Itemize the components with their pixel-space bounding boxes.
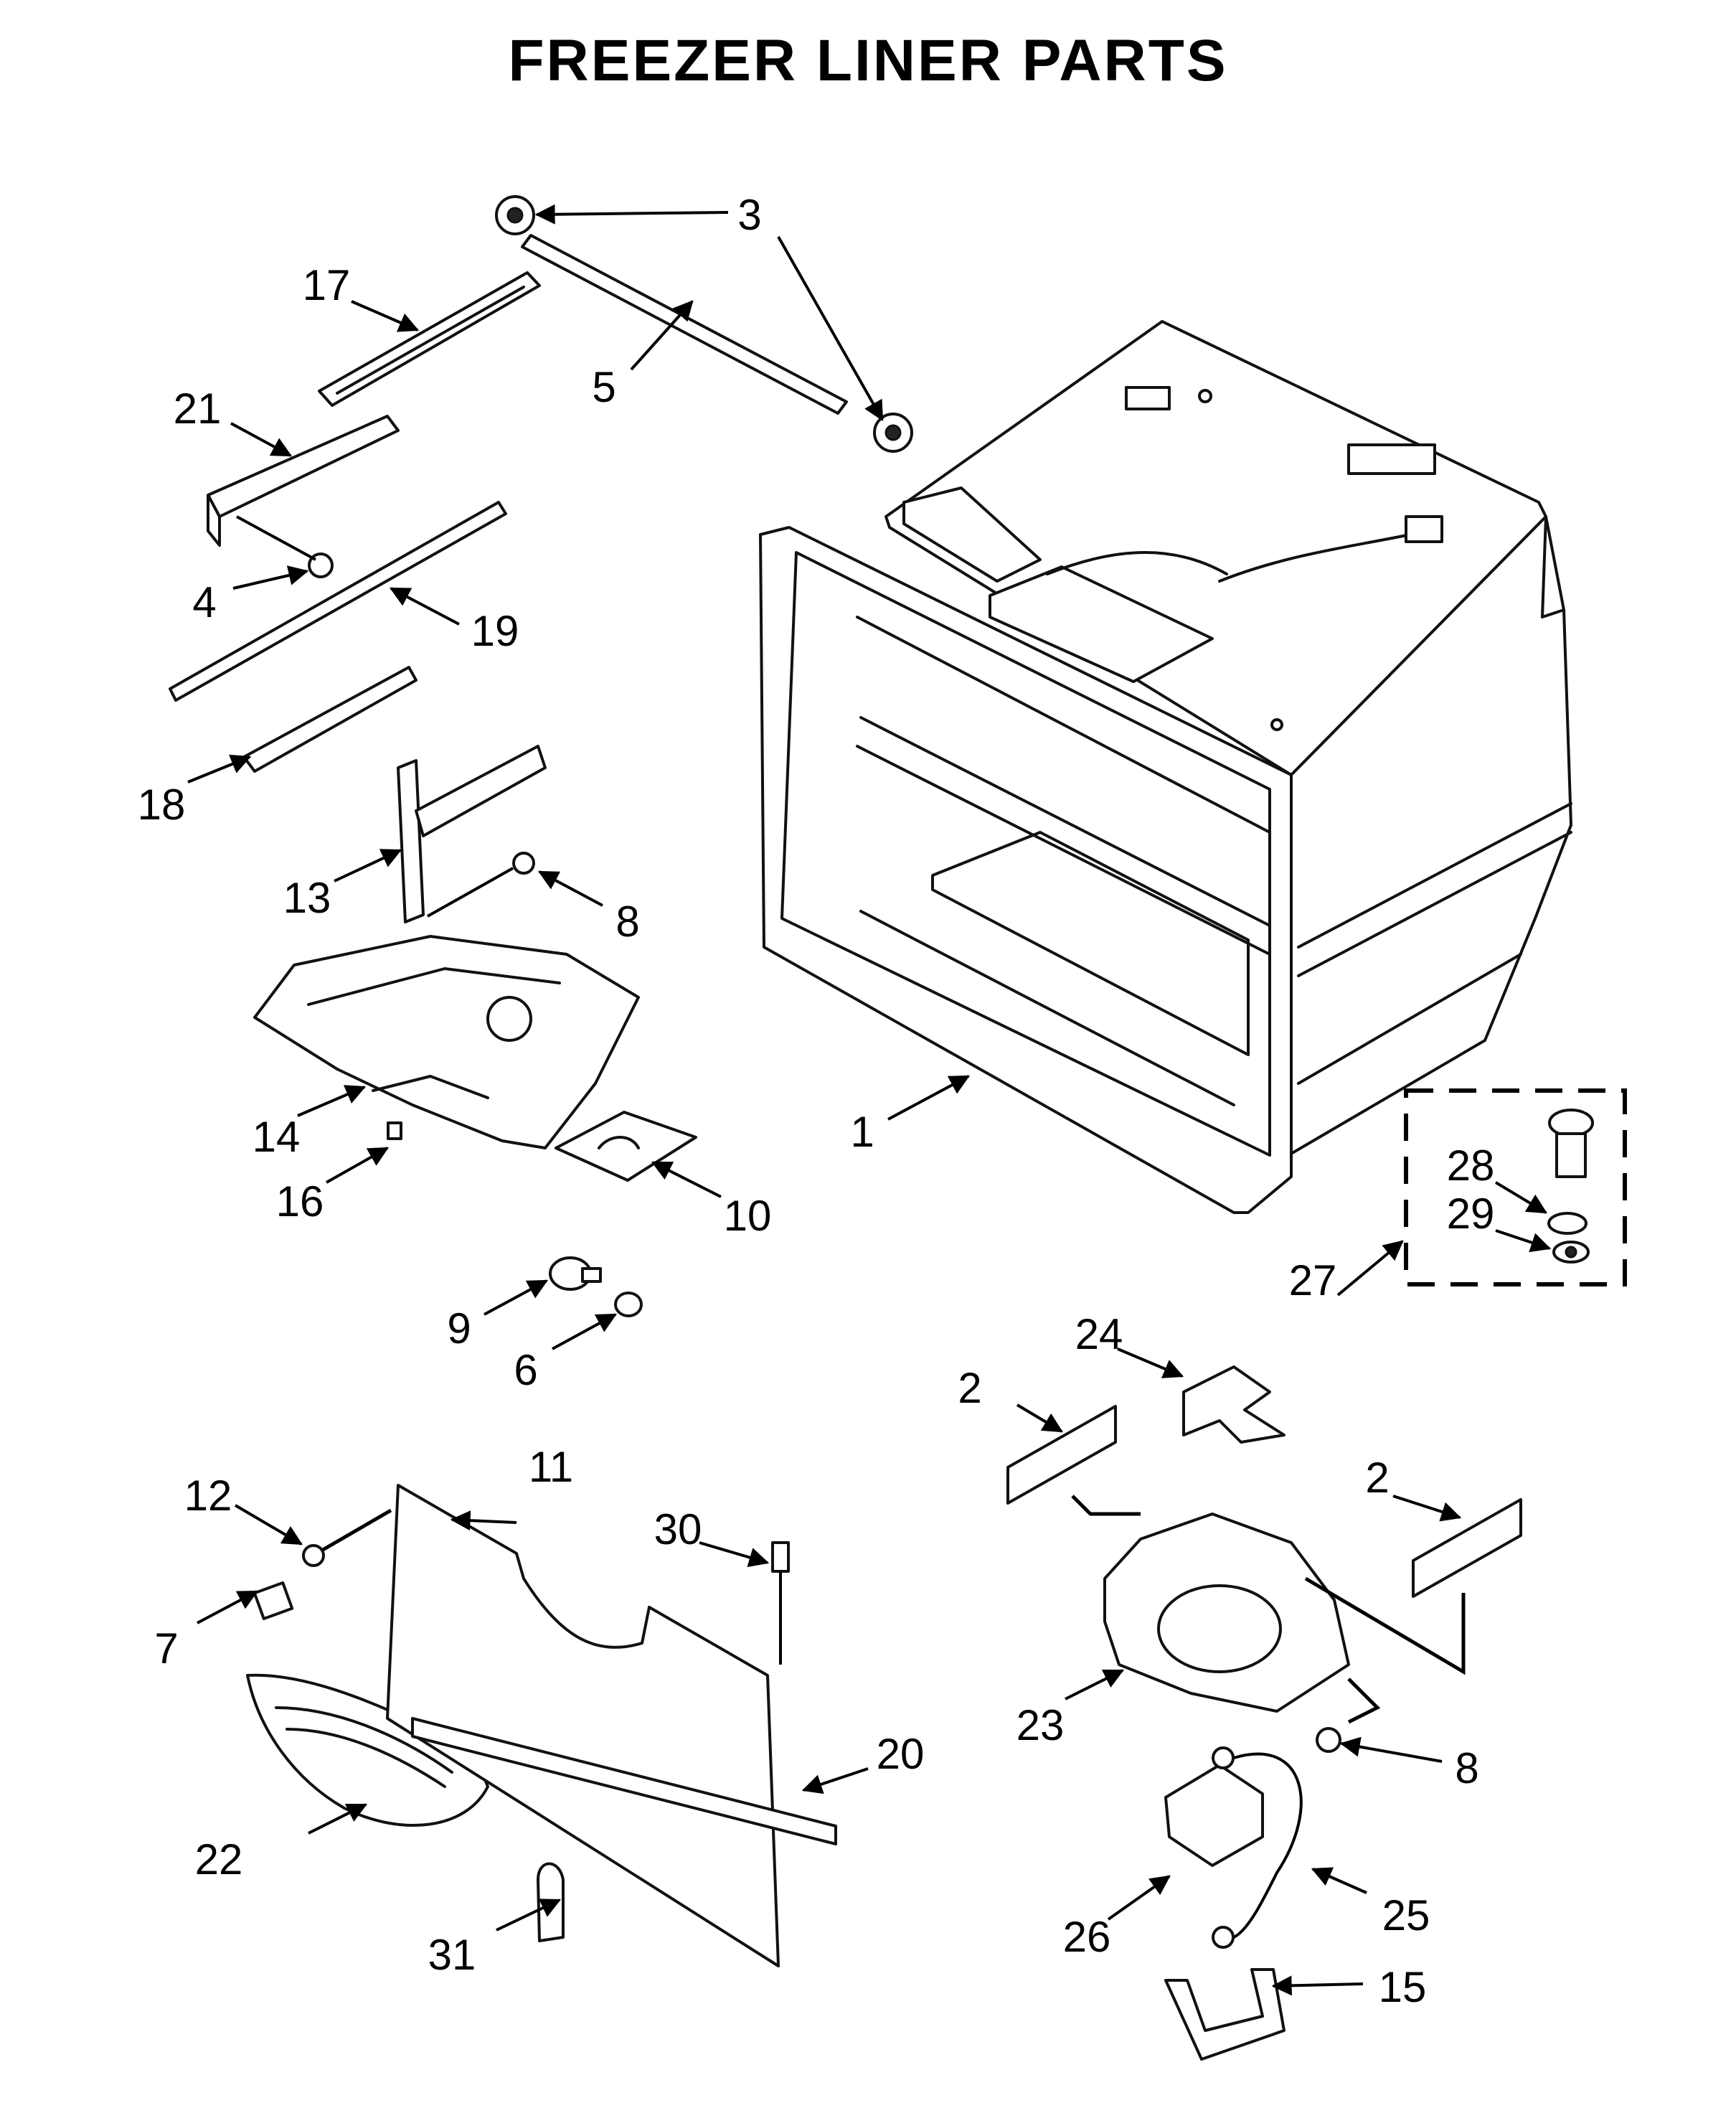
part-30-thermistor xyxy=(771,1541,790,1665)
part-31-cover xyxy=(537,1862,565,1942)
callout-6: 6 xyxy=(514,1346,537,1394)
callout-30: 30 xyxy=(654,1505,702,1553)
part-8-screw-upper xyxy=(427,852,535,918)
callout-3a: 3 xyxy=(737,191,761,239)
callout-16: 16 xyxy=(276,1177,324,1225)
part-17-slide-rail xyxy=(318,271,541,407)
callout-labels: 3 17 5 21 4 19 18 13 8 14 1 16 10 28 29 … xyxy=(138,191,1495,2011)
callout-20: 20 xyxy=(877,1730,925,1778)
part-18-rail xyxy=(242,666,418,773)
callout-7: 7 xyxy=(154,1624,178,1672)
callout-23: 23 xyxy=(1016,1701,1065,1749)
callout-24: 24 xyxy=(1075,1310,1123,1358)
callout-12: 12 xyxy=(184,1472,232,1520)
part-25-wire-harness xyxy=(1232,1752,1303,1939)
callout-10: 10 xyxy=(724,1192,772,1240)
callout-15: 15 xyxy=(1379,1963,1427,2011)
part-11-back-panel xyxy=(386,1484,780,1967)
callout-19: 19 xyxy=(471,607,519,655)
callout-18: 18 xyxy=(138,781,186,829)
part-5-rod xyxy=(521,234,848,415)
part-20-strip xyxy=(411,1717,837,1845)
callout-21: 21 xyxy=(174,385,222,433)
part-27-kit-box xyxy=(1404,1088,1627,1286)
part-26-fan-motor xyxy=(1164,1746,1264,1949)
part-29-ring xyxy=(1547,1212,1590,1264)
part-19-rail xyxy=(169,501,507,702)
part-21-bracket xyxy=(207,415,400,547)
callout-9: 9 xyxy=(447,1304,471,1352)
callout-8a: 8 xyxy=(615,898,639,946)
callout-31: 31 xyxy=(428,1931,476,1979)
part-14-housing xyxy=(253,935,640,1149)
part-22-grille xyxy=(246,1673,489,1827)
part-24-fan-blade xyxy=(1182,1365,1286,1444)
callout-2b: 2 xyxy=(1365,1454,1389,1502)
part-8-screw-lower xyxy=(1316,1727,1341,1753)
part-28-fitting xyxy=(1548,1109,1594,1178)
diagram-title: FREEZER LINER PARTS xyxy=(508,28,1228,93)
part-12-screw xyxy=(302,1508,392,1567)
callout-4: 4 xyxy=(192,578,216,626)
part-15-motor-bracket xyxy=(1164,1968,1286,2061)
callout-1: 1 xyxy=(850,1108,874,1156)
callout-27: 27 xyxy=(1289,1256,1337,1304)
callout-17: 17 xyxy=(303,261,351,309)
callout-13: 13 xyxy=(283,874,331,922)
callout-2a: 2 xyxy=(958,1364,981,1412)
part-6-socket xyxy=(614,1292,643,1317)
callout-8b: 8 xyxy=(1455,1744,1478,1792)
part-16-clip xyxy=(387,1121,402,1140)
part-23-fan-shroud xyxy=(1103,1512,1350,1713)
part-9-bulb xyxy=(549,1256,602,1291)
callout-14: 14 xyxy=(253,1113,301,1161)
callout-25: 25 xyxy=(1382,1891,1430,1939)
part-1-freezer-liner xyxy=(759,320,1572,1214)
wires-to-pads xyxy=(1071,1495,1466,1724)
callout-28: 28 xyxy=(1447,1142,1495,1190)
callout-22: 22 xyxy=(195,1835,243,1883)
part-7-socket xyxy=(253,1581,294,1621)
part-2-pad-right xyxy=(1412,1498,1522,1598)
part-4-screw xyxy=(236,515,334,578)
part-13-bracket xyxy=(397,745,547,923)
part-3-gear-bottom xyxy=(873,413,913,453)
callout-11: 11 xyxy=(529,1443,573,1491)
callout-5: 5 xyxy=(592,363,615,411)
part-2-pad-left xyxy=(1006,1405,1117,1505)
part-10-insulation-pad xyxy=(555,1111,697,1182)
part-3-gear-top xyxy=(495,195,535,235)
callout-26: 26 xyxy=(1063,1913,1111,1961)
leader-lines xyxy=(187,204,1552,1996)
callout-29: 29 xyxy=(1447,1190,1495,1238)
